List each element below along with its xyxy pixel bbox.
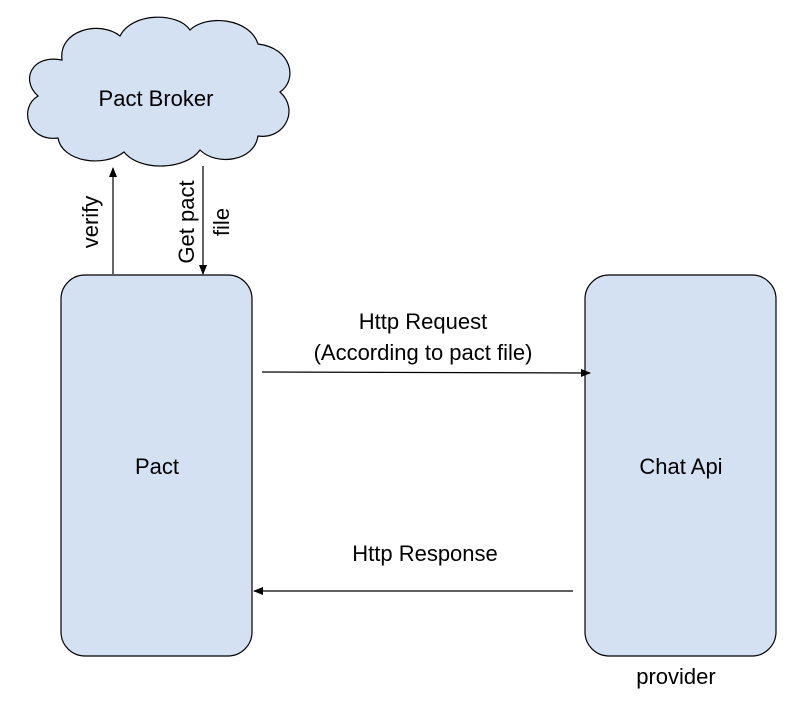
pact-broker-label: Pact Broker	[99, 86, 214, 111]
pact-broker-cloud: Pact Broker	[27, 16, 291, 167]
pact-label: Pact	[135, 454, 179, 479]
cloud-shape-icon	[27, 16, 291, 167]
provider-caption: provider	[636, 664, 715, 689]
http-request-label-line2: (According to pact file)	[314, 340, 533, 365]
http-response-label: Http Response	[352, 541, 498, 566]
chat-api-box	[584, 274, 777, 657]
get-pact-file-label-line1: Get pact	[174, 180, 199, 263]
chat-api-label: Chat Api	[639, 454, 722, 479]
verify-label: verify	[78, 196, 103, 249]
pact-node: Pact	[60, 274, 253, 657]
get-pact-file-label-line2: file	[209, 208, 234, 236]
pact-box	[60, 274, 253, 657]
http-request-label-line1: Http Request	[359, 309, 487, 334]
chat-api-node: Chat Api provider	[584, 274, 777, 689]
http-request-arrow	[261, 368, 591, 377]
